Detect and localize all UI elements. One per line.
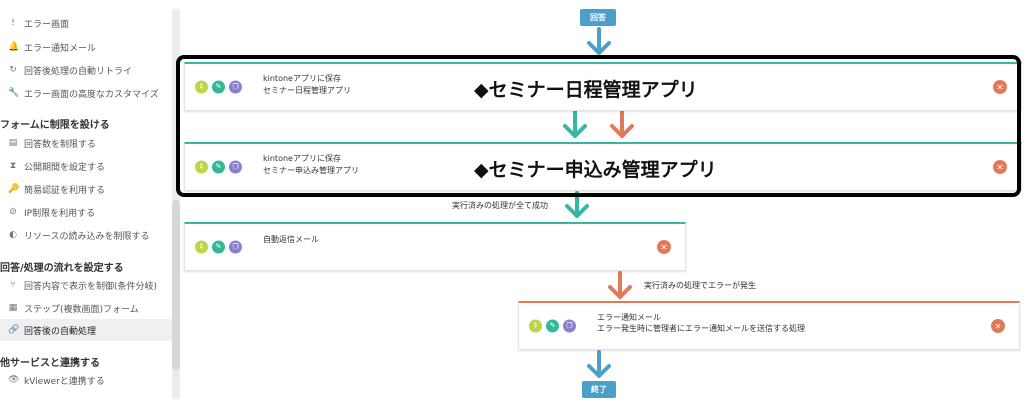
delete-icon[interactable]: ✕ (991, 319, 1005, 333)
sidebar-item-ip-limit[interactable]: ⊘ IP制限を利用する (0, 201, 172, 223)
retry-icon: ↻ (9, 65, 17, 75)
copy-icon[interactable]: ❐ (563, 319, 576, 333)
card-title: kintoneアプリに保存 (263, 154, 341, 163)
label-error-occurred: 実行済みの処理でエラーが発生 (644, 281, 756, 290)
flow-start-tag: 回答 (580, 9, 616, 26)
highlight-frame (176, 55, 1021, 197)
delete-icon[interactable]: ✕ (993, 160, 1007, 174)
sidebar-item-label: 回答内容で表示を制御(条件分岐) (24, 281, 158, 292)
annotation-schedule-app: ◆セミナー日程管理アプリ (474, 79, 698, 101)
sidebar-section-limit: フォームに制限を設ける (0, 120, 110, 131)
sidebar-item-label: エラー画面 (24, 19, 70, 30)
sidebar-item-label: ステップ(複数画面)フォーム (24, 304, 139, 315)
label-all-success: 実行済みの処理が全て成功 (452, 201, 548, 210)
flow-card-auto-reply[interactable]: ⇕ ✎ ❐ 自動返信メール ✕ (184, 222, 686, 271)
sidebar-item-resource-limit[interactable]: ◐ リソースの読み込みを制限する (0, 224, 172, 246)
sidebar-item-label: 回答数を制限する (24, 139, 97, 150)
flow-card-kintone-schedule[interactable]: ⇕ ✎ ❐ kintoneアプリに保存 セミナー日程管理アプリ ✕ (184, 62, 1022, 111)
arrow-teal-1 (563, 110, 587, 138)
sidebar-scrollbar-thumb[interactable] (172, 200, 180, 370)
sidebar-item-label: エラー通知メール (24, 43, 97, 54)
sidebar-item-auto-retry[interactable]: ↻ 回答後処理の自動リトライ (0, 59, 172, 81)
sidebar-item-label: 公開期間を設定する (24, 162, 106, 173)
sidebar-item-label: 簡易認証を利用する (24, 185, 106, 196)
copy-icon[interactable]: ❐ (229, 160, 242, 174)
card-subtitle: エラー発生時に管理者にエラー通知メールを送信する処理 (597, 324, 805, 333)
delete-icon[interactable]: ✕ (993, 80, 1007, 94)
sidebar-item-label: 回答後処理の自動リトライ (24, 66, 133, 77)
sidebar-item-label: kViewerと連携する (24, 376, 105, 387)
sidebar-item-error-screen[interactable]: ! エラー画面 (0, 12, 172, 34)
edit-icon[interactable]: ✎ (546, 319, 559, 333)
edit-icon[interactable]: ✎ (212, 160, 225, 174)
arrow-start-down (587, 27, 611, 55)
move-handle-icon[interactable]: ⇕ (195, 160, 208, 174)
sidebar-item-error-custom[interactable]: 🔧 エラー画面の高度なカスタマイズ (0, 82, 172, 104)
sidebar-item-step-form[interactable]: ▦ ステップ(複数画面)フォーム (0, 297, 172, 319)
edit-icon[interactable]: ✎ (212, 80, 225, 94)
flow-end-tag: 終了 (582, 381, 616, 398)
hourglass-icon: ⧗ (9, 161, 17, 171)
branch-icon: ⑂ (10, 280, 16, 290)
flow-card-error-mail[interactable]: ⇕ ✎ ❐ エラー通知メール エラー発生時に管理者にエラー通知メールを送信する処… (518, 301, 1020, 350)
ban-icon: ⊘ (9, 207, 17, 217)
copy-icon[interactable]: ❐ (229, 80, 242, 94)
sidebar-item-label: IP制限を利用する (24, 208, 96, 219)
sidebar-item-label: エラー画面の高度なカスタマイズ (24, 89, 159, 100)
card-subtitle: セミナー日程管理アプリ (263, 86, 351, 95)
move-handle-icon[interactable]: ⇕ (529, 319, 542, 333)
move-handle-icon[interactable]: ⇕ (195, 80, 208, 94)
grid-icon: ▦ (8, 303, 18, 313)
shield-icon: ◐ (9, 230, 17, 240)
sidebar-section-other: 他サービスと連携する (0, 358, 100, 369)
card-title: エラー通知メール (597, 313, 661, 322)
sidebar-item-error-mail[interactable]: 🔔 エラー通知メール (0, 36, 172, 58)
flow-card-kintone-application[interactable]: ⇕ ✎ ❐ kintoneアプリに保存 セミナー申込み管理アプリ ✕ (184, 142, 1022, 191)
sidebar-item-simple-auth[interactable]: 🔑 簡易認証を利用する (0, 178, 172, 200)
link-icon: 🔗 (8, 325, 20, 335)
copy-icon[interactable]: ❐ (229, 240, 242, 254)
inbox-icon: ▤ (8, 138, 18, 148)
sidebar-item-kviewer[interactable]: 👁 kViewerと連携する (0, 369, 172, 391)
annotation-application-app: ◆セミナー申込み管理アプリ (474, 159, 717, 181)
bell-icon: 🔔 (8, 42, 20, 52)
card-title: kintoneアプリに保存 (263, 74, 341, 83)
sidebar-item-conditional[interactable]: ⑂ 回答内容で表示を制御(条件分岐) (0, 274, 172, 296)
key-icon: 🔑 (8, 184, 20, 194)
wrench-icon: 🔧 (8, 88, 20, 98)
sidebar-item-answer-limit[interactable]: ▤ 回答数を制限する (0, 132, 172, 154)
arrow-orange-2 (608, 271, 632, 299)
card-title: 自動返信メール (263, 235, 319, 244)
arrow-end-down (587, 350, 611, 378)
card-subtitle: セミナー申込み管理アプリ (263, 166, 359, 175)
sidebar-item-label: リソースの読み込みを制限する (24, 231, 150, 242)
sidebar: ! エラー画面 🔔 エラー通知メール ↻ 回答後処理の自動リトライ 🔧 エラー画… (0, 0, 180, 407)
alert-icon: ! (11, 18, 15, 28)
sidebar-section-flow: 回答/処理の流れを設定する (0, 263, 124, 274)
arrow-orange-1 (610, 110, 634, 138)
move-handle-icon[interactable]: ⇕ (195, 240, 208, 254)
edit-icon[interactable]: ✎ (212, 240, 225, 254)
sidebar-item-label: 回答後の自動処理 (24, 326, 97, 337)
sidebar-item-period[interactable]: ⧗ 公開期間を設定する (0, 155, 172, 177)
eye-icon: 👁 (8, 375, 20, 385)
delete-icon[interactable]: ✕ (657, 240, 671, 254)
